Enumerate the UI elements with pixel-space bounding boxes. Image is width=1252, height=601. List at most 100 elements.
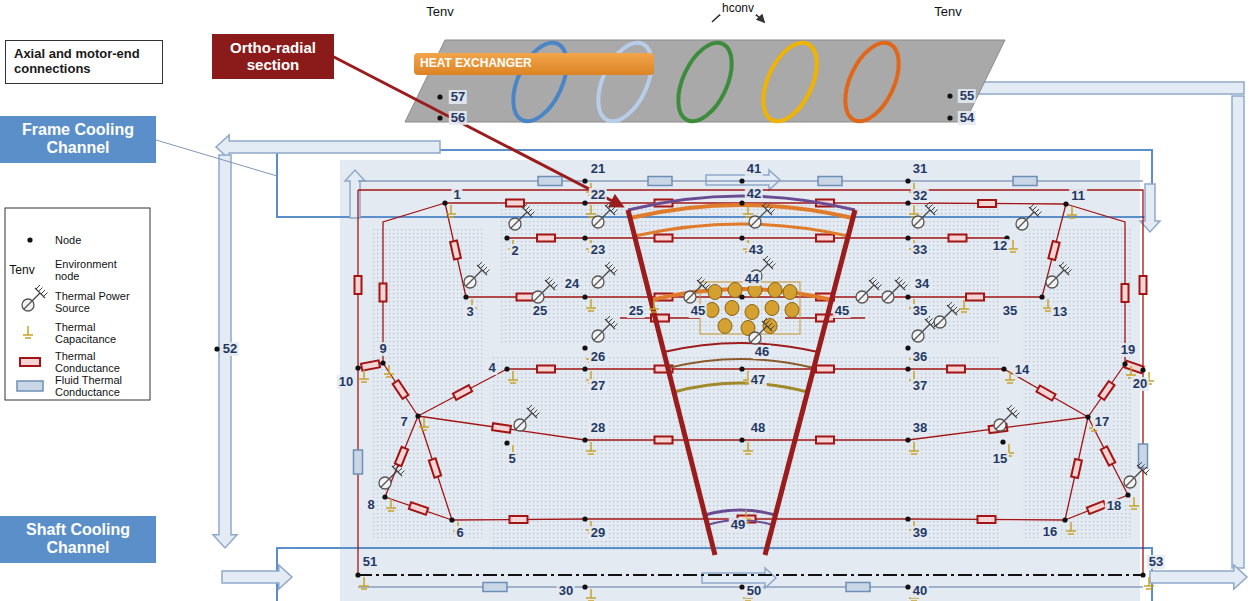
fluid-conductance xyxy=(483,583,507,592)
network-node-dot xyxy=(415,413,420,418)
callout-number: 20 xyxy=(1131,377,1149,391)
illustration-part xyxy=(1022,228,1132,538)
environment-label: Tenv xyxy=(7,263,36,277)
power-source-symbol xyxy=(936,318,944,326)
legend-text: Fluid Thermal Conductance xyxy=(55,374,143,398)
callout-number: 55 xyxy=(958,89,976,103)
power-source-symbol xyxy=(878,285,882,289)
thermal-conductance xyxy=(509,516,527,523)
capacitance-symbol xyxy=(747,442,749,451)
power-source-symbol xyxy=(769,261,773,265)
power-source-symbol xyxy=(609,319,613,323)
capacitance-symbol xyxy=(448,216,454,218)
power-source-symbol xyxy=(611,321,615,325)
capacitance-symbol xyxy=(586,597,596,599)
network-node-dot xyxy=(582,345,587,350)
power-source-symbol xyxy=(684,291,696,303)
power-source-symbol xyxy=(1065,267,1069,271)
power-source-symbol xyxy=(536,413,540,417)
capacitance-symbol xyxy=(909,450,919,452)
callout-number: 25 xyxy=(531,304,549,318)
capacitance-symbol xyxy=(1144,585,1154,587)
power-source-symbol xyxy=(931,207,935,211)
illustration-part xyxy=(277,150,1152,601)
conductor xyxy=(783,285,797,300)
power-source-symbol xyxy=(41,290,45,294)
callout-number: 33 xyxy=(911,243,929,257)
network-branch xyxy=(383,203,445,363)
power-source-symbol xyxy=(551,282,555,286)
power-source-symbol xyxy=(759,210,767,218)
callout-number: 31 xyxy=(911,162,929,176)
power-source-symbol xyxy=(44,293,48,297)
power-source-symbol xyxy=(912,216,924,228)
legend-sample xyxy=(20,358,40,366)
power-source-symbol xyxy=(1033,207,1037,211)
power-source-symbol xyxy=(594,278,602,286)
callout-number: 16 xyxy=(1041,525,1059,539)
capacitance-symbol xyxy=(911,453,917,455)
capacitance-symbol xyxy=(913,205,915,214)
network-node-dot xyxy=(905,235,910,240)
section-arc xyxy=(664,343,818,352)
illustration-part xyxy=(277,150,1152,217)
capacitance-symbol xyxy=(586,307,596,309)
power-source-symbol xyxy=(766,321,770,325)
network-node-dot xyxy=(1062,517,1067,522)
power-source-symbol xyxy=(1124,476,1136,488)
flow-arrow xyxy=(216,135,440,159)
heat-exchanger-plate xyxy=(405,40,1005,122)
power-source-symbol xyxy=(1004,413,1012,421)
power-source-symbol xyxy=(594,218,602,226)
power-source-symbol xyxy=(32,293,40,301)
power-source-symbol xyxy=(914,332,922,340)
power-source-symbol xyxy=(771,210,775,214)
capacitance-symbol xyxy=(590,442,592,451)
thermal-conductance xyxy=(978,200,996,207)
section-tag: Ortho-radial section xyxy=(212,34,334,79)
illustration-part xyxy=(372,228,482,538)
node-text: Axial and motor-end connections xyxy=(14,47,154,77)
note-box: Axial and motor-end connections xyxy=(5,40,163,84)
power-source-symbol xyxy=(948,302,952,306)
capacitance-symbol xyxy=(586,450,596,452)
capacitance-symbol xyxy=(590,589,592,598)
network-node-dot xyxy=(1000,439,1005,444)
callout-number: 8 xyxy=(365,498,376,512)
conductor xyxy=(718,319,732,334)
callout-number: 38 xyxy=(911,421,929,435)
power-source-symbol xyxy=(892,285,900,293)
power-source-symbol xyxy=(602,270,610,278)
node-text: Ortho-radial section xyxy=(219,39,327,74)
power-source-symbol xyxy=(519,212,527,220)
network-node-dot xyxy=(1063,201,1068,206)
network-node-dot xyxy=(582,294,587,299)
channel-tag: Shaft Cooling Channel xyxy=(0,516,156,563)
conductor xyxy=(763,319,777,334)
thermal-conductance xyxy=(429,458,441,477)
fluid-conductance xyxy=(1139,444,1148,468)
capacitance-symbol xyxy=(909,213,919,215)
capacitance-symbol xyxy=(1071,206,1073,215)
callout-number: 36 xyxy=(911,350,929,364)
capacitance-symbol xyxy=(651,311,657,313)
capacitance-symbol xyxy=(361,381,367,383)
power-source-symbol xyxy=(1030,204,1034,208)
capacitance-symbol xyxy=(1131,508,1137,510)
capacitance-symbol xyxy=(959,308,969,310)
capacitance-symbol xyxy=(961,311,967,313)
section-arc xyxy=(668,359,814,368)
callout-number: 1 xyxy=(451,188,462,202)
callout-number: 43 xyxy=(747,243,765,257)
thermal-conductance xyxy=(949,235,967,242)
capacitance-symbol xyxy=(1070,522,1072,531)
thermal-conductance xyxy=(492,423,511,432)
power-source-symbol xyxy=(486,270,490,274)
section-arc xyxy=(630,205,853,218)
network-node-dot xyxy=(1140,367,1145,372)
callout-number: 40 xyxy=(911,584,929,598)
callout-number: 18 xyxy=(1105,499,1123,513)
section-edge xyxy=(765,210,855,555)
thermal-conductance xyxy=(655,437,673,444)
power-source-symbol xyxy=(768,323,772,327)
